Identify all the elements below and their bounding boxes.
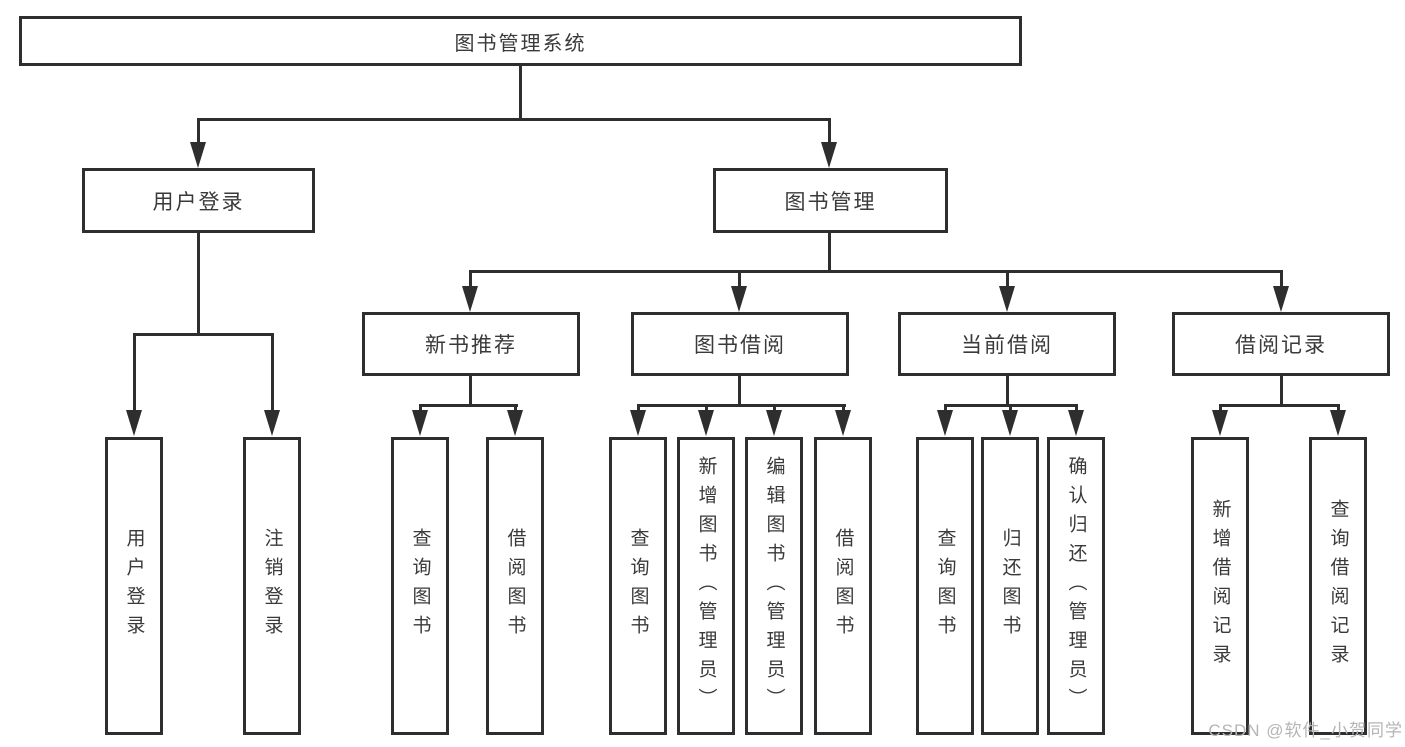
arrowhead-book-management — [821, 142, 837, 168]
leaf-query-books-current: 查询图书 — [916, 437, 974, 735]
leaf-user-login-label: 用户登录 — [123, 528, 145, 644]
connector-drop-new-book-recommend — [469, 270, 472, 288]
node-book-management: 图书管理 — [713, 168, 948, 233]
connector-drop-book-management — [828, 118, 831, 146]
arrowhead-leaf-logout — [264, 410, 280, 436]
leaf-user-login: 用户登录 — [105, 437, 163, 735]
connector-drop-leaf-user-login — [133, 333, 136, 413]
connector-current-stem — [1006, 376, 1009, 406]
connector-drop — [1337, 404, 1340, 414]
node-root-label: 图书管理系统 — [454, 32, 587, 55]
connector-borrow-stem — [738, 376, 741, 406]
node-new-book-recommend-label: 新书推荐 — [425, 334, 517, 357]
connector-drop — [1075, 404, 1078, 414]
connector-book-management-stem — [828, 233, 831, 272]
connector-records-stem — [1280, 376, 1283, 406]
arrowhead-book-borrow — [731, 286, 747, 312]
arrowhead-leaf — [630, 410, 646, 436]
arrowhead-leaf — [835, 410, 851, 436]
leaf-query-books-recommend-label: 查询图书 — [409, 528, 431, 644]
arrowhead-leaf — [507, 410, 523, 436]
connector-borrow-bar — [637, 404, 846, 407]
connector-drop — [419, 404, 422, 414]
connector-drop-book-borrow — [738, 270, 741, 288]
csdn-watermark: CSDN @软件_小贺同学 — [1208, 721, 1403, 740]
connector-drop — [514, 404, 517, 414]
arrowhead-leaf — [1068, 410, 1084, 436]
connector-root-stem — [519, 66, 522, 120]
node-new-book-recommend: 新书推荐 — [362, 312, 580, 376]
leaf-return-books: 归还图书 — [981, 437, 1039, 735]
leaf-borrow-books: 借阅图书 — [814, 437, 872, 735]
arrowhead-leaf — [698, 410, 714, 436]
connector-drop — [1009, 404, 1012, 414]
connector-drop — [944, 404, 947, 414]
leaf-logout: 注销登录 — [243, 437, 301, 735]
leaf-add-borrow-record: 新增借阅记录 — [1191, 437, 1249, 735]
arrowhead-leaf — [412, 410, 428, 436]
leaf-query-books-current-label: 查询图书 — [934, 528, 956, 644]
arrowhead-current-borrow — [999, 286, 1015, 312]
leaf-query-books-borrow-label: 查询图书 — [627, 528, 649, 644]
leaf-query-borrow-record-label: 查询借阅记录 — [1327, 499, 1349, 673]
leaf-add-borrow-record-label: 新增借阅记录 — [1209, 499, 1231, 673]
connector-user-login-bar — [133, 333, 274, 336]
node-book-management-label: 图书管理 — [784, 190, 877, 214]
arrowhead-leaf-user-login — [126, 410, 142, 436]
connector-drop-borrow-records — [1280, 270, 1283, 288]
leaf-query-books-recommend: 查询图书 — [391, 437, 449, 735]
connector-root-bar — [197, 118, 831, 121]
arrowhead-leaf — [766, 410, 782, 436]
leaf-add-books-admin: 新增图书（管理员） — [677, 437, 735, 735]
node-user-login: 用户登录 — [82, 168, 315, 233]
arrowhead-new-book-recommend — [462, 286, 478, 312]
connector-book-management-bar — [469, 270, 1283, 273]
arrowhead-leaf — [1002, 410, 1018, 436]
arrowhead-leaf — [937, 410, 953, 436]
leaf-confirm-return-admin: 确认归还（管理员） — [1047, 437, 1105, 735]
leaf-borrow-books-recommend-label: 借阅图书 — [504, 528, 526, 644]
arrowhead-leaf — [1330, 410, 1346, 436]
connector-drop — [842, 404, 845, 414]
leaf-confirm-return-admin-label: 确认归还（管理员） — [1065, 455, 1087, 717]
connector-drop — [773, 404, 776, 414]
connector-drop — [637, 404, 640, 414]
connector-drop — [705, 404, 708, 414]
node-book-borrow: 图书借阅 — [631, 312, 849, 376]
leaf-borrow-books-label: 借阅图书 — [832, 528, 854, 644]
arrowhead-user-login — [190, 142, 206, 168]
arrowhead-leaf — [1212, 410, 1228, 436]
arrowhead-borrow-records — [1273, 286, 1289, 312]
leaf-logout-label: 注销登录 — [261, 528, 283, 644]
leaf-add-books-admin-label: 新增图书（管理员） — [695, 455, 717, 717]
node-root: 图书管理系统 — [19, 16, 1022, 66]
node-borrow-records: 借阅记录 — [1172, 312, 1390, 376]
node-user-login-label: 用户登录 — [152, 190, 245, 214]
leaf-query-borrow-record: 查询借阅记录 — [1309, 437, 1367, 735]
connector-recommend-stem — [469, 376, 472, 406]
node-book-borrow-label: 图书借阅 — [694, 334, 786, 357]
connector-drop — [1219, 404, 1222, 414]
connector-drop-user-login — [197, 118, 200, 146]
connector-recommend-bar — [419, 404, 518, 407]
leaf-edit-books-admin: 编辑图书（管理员） — [745, 437, 803, 735]
leaf-borrow-books-recommend: 借阅图书 — [486, 437, 544, 735]
node-current-borrow-label: 当前借阅 — [961, 334, 1053, 357]
node-current-borrow: 当前借阅 — [898, 312, 1116, 376]
connector-user-login-stem — [197, 233, 200, 335]
leaf-edit-books-admin-label: 编辑图书（管理员） — [763, 455, 785, 717]
node-borrow-records-label: 借阅记录 — [1235, 334, 1327, 357]
connector-drop-leaf-logout — [271, 333, 274, 413]
leaf-return-books-label: 归还图书 — [999, 528, 1021, 644]
connector-records-bar — [1219, 404, 1340, 407]
connector-drop-current-borrow — [1006, 270, 1009, 288]
leaf-query-books-borrow: 查询图书 — [609, 437, 667, 735]
